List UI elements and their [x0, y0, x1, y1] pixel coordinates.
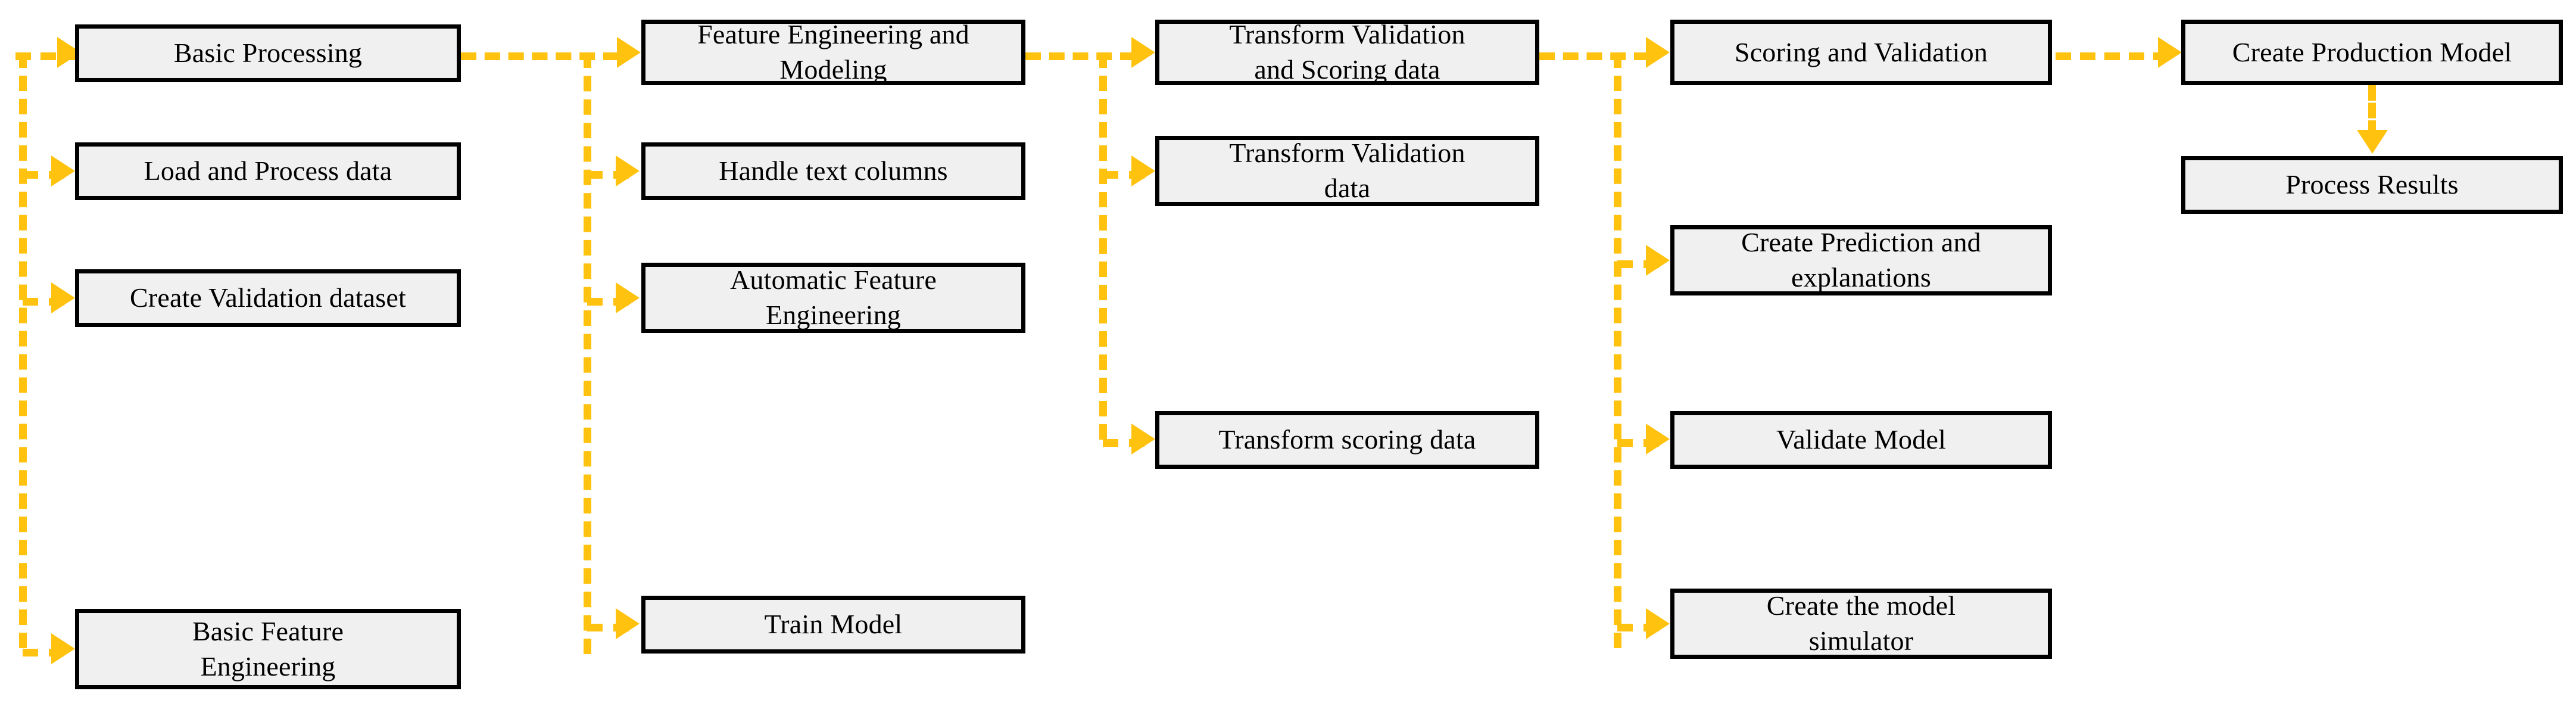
connector-create-production-model-to-process-results	[2368, 85, 2376, 136]
node-create-prediction-and-explanations[interactable]: Create Prediction and explanations	[1670, 225, 2052, 295]
arrowhead-to-load-and-process-data	[51, 155, 75, 186]
node-transform-scoring-data[interactable]: Transform scoring data	[1155, 411, 1539, 469]
node-create-the-model-simulator[interactable]: Create the model simulator	[1670, 589, 2052, 659]
node-validate-model[interactable]: Validate Model	[1670, 411, 2052, 469]
arrowhead-to-train-model	[616, 608, 640, 639]
node-scoring-and-validation[interactable]: Scoring and Validation	[1670, 20, 2052, 85]
arrowhead-to-scoring-and-validation	[1646, 37, 1670, 68]
arrowhead-to-automatic-feature-engineering	[616, 282, 640, 313]
connector-transform-to-scoring-and-validation	[1539, 52, 1649, 60]
arrowhead-to-handle-text-columns	[616, 155, 640, 186]
node-handle-text-columns[interactable]: Handle text columns	[641, 142, 1025, 200]
node-label: Create Validation dataset	[130, 282, 406, 313]
node-process-results[interactable]: Process Results	[2181, 156, 2563, 214]
connector-scoring-to-create-production-model	[2056, 52, 2169, 60]
node-label: Process Results	[2285, 169, 2459, 200]
node-label: Create the model simulator	[1766, 590, 1956, 656]
node-load-and-process-data[interactable]: Load and Process data	[75, 142, 461, 200]
connector-basic-processing-to-feature-engineering	[461, 52, 619, 60]
node-create-validation-dataset[interactable]: Create Validation dataset	[75, 269, 461, 327]
node-create-production-model[interactable]: Create Production Model	[2181, 20, 2563, 85]
arrowhead-to-feature-engineering-and-modeling	[617, 37, 641, 68]
arrowhead-to-create-production-model	[2158, 37, 2182, 68]
arrowhead-to-create-validation-dataset	[51, 282, 75, 313]
arrowhead-to-process-results	[2357, 130, 2388, 154]
arrowhead-to-basic-feature-engineering	[51, 633, 75, 664]
node-feature-engineering-and-modeling[interactable]: Feature Engineering and Modeling	[641, 19, 1025, 85]
node-label: Transform Validation and Scoring data	[1229, 19, 1465, 85]
node-label: Create Prediction and explanations	[1741, 227, 1981, 293]
node-automatic-feature-engineering[interactable]: Automatic Feature Engineering	[641, 263, 1025, 333]
node-label: Transform scoring data	[1218, 424, 1476, 455]
node-basic-processing[interactable]: Basic Processing	[75, 24, 461, 82]
arrowhead-to-validate-model	[1646, 424, 1670, 455]
node-label: Validate Model	[1776, 424, 1947, 455]
spine-transform-validation-and-scoring-data	[1099, 52, 1107, 440]
spine-feature-engineering-and-modeling	[584, 52, 591, 654]
node-label: Basic Processing	[173, 38, 363, 69]
arrowhead-to-transform-scoring-data	[1131, 424, 1155, 455]
node-transform-validation-and-scoring-data[interactable]: Transform Validation and Scoring data	[1155, 19, 1539, 85]
node-label: Transform Validation data	[1229, 138, 1465, 203]
arrowhead-to-create-the-model-simulator	[1646, 608, 1670, 639]
node-label: Feature Engineering and Modeling	[697, 19, 969, 85]
node-label: Load and Process data	[144, 155, 392, 186]
spine-basic-processing	[19, 52, 27, 648]
arrowhead-to-transform-validation-and-scoring-data	[1131, 37, 1155, 68]
connector-feature-engineering-to-transform	[1025, 52, 1136, 60]
arrowhead-to-create-prediction-and-explanations	[1646, 245, 1670, 276]
node-label: Train Model	[764, 609, 903, 640]
node-label: Create Production Model	[2232, 36, 2512, 67]
node-train-model[interactable]: Train Model	[641, 596, 1025, 654]
node-label: Automatic Feature Engineering	[729, 265, 937, 330]
arrowhead-to-transform-validation-data	[1131, 155, 1155, 186]
node-transform-validation-data[interactable]: Transform Validation data	[1155, 136, 1539, 206]
spine-scoring-and-validation	[1614, 52, 1621, 648]
node-basic-feature-engineering[interactable]: Basic Feature Engineering	[75, 609, 461, 689]
node-label: Scoring and Validation	[1734, 36, 1988, 67]
node-label: Basic Feature Engineering	[192, 615, 344, 682]
node-label: Handle text columns	[719, 155, 948, 186]
